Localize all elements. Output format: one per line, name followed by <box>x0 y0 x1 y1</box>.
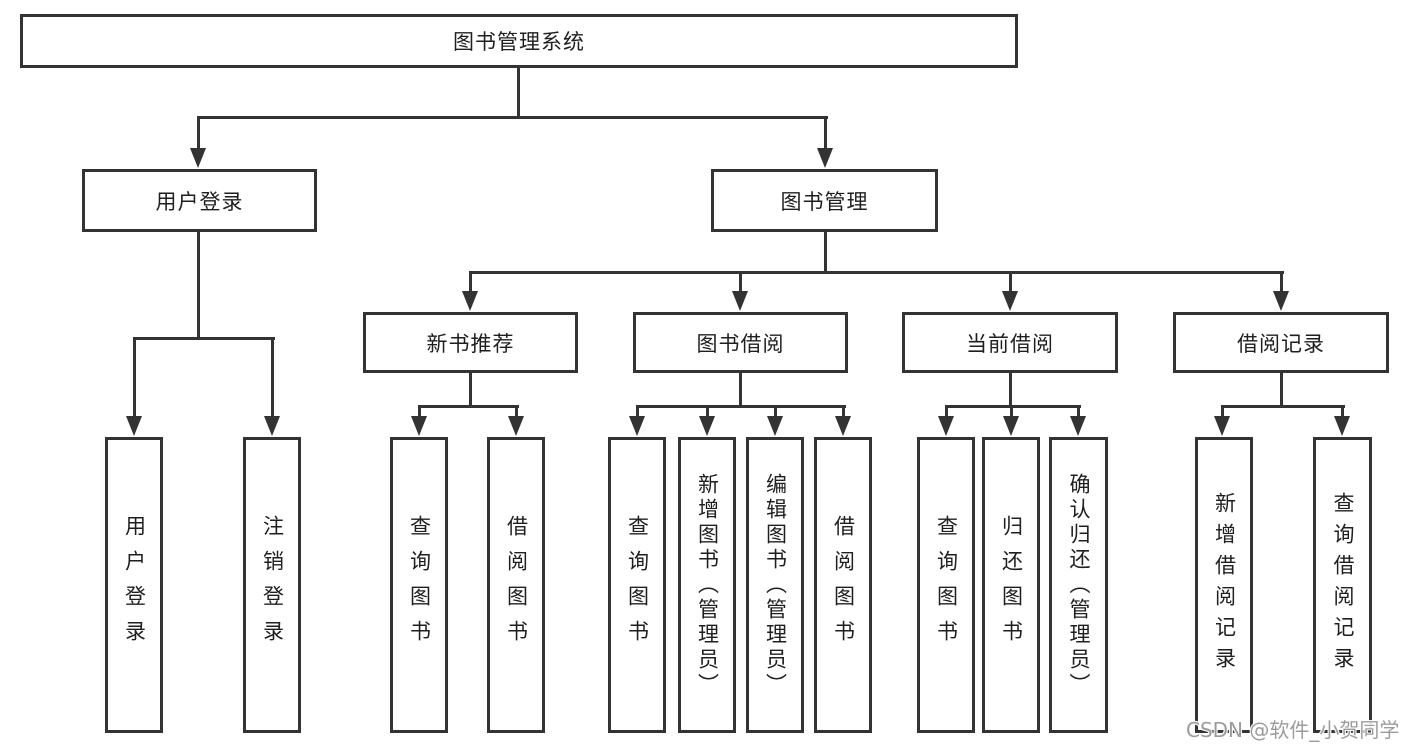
connector-line <box>418 405 519 408</box>
connector-line <box>824 232 827 274</box>
node-book-management-label: 图书管理 <box>780 189 869 214</box>
connector-line <box>1280 271 1283 295</box>
connector-line <box>418 405 421 423</box>
node-book-borrow: 图书借阅 <box>633 312 848 373</box>
arrow-down-icon <box>411 416 427 436</box>
connector-line <box>636 405 639 423</box>
connector-line <box>842 405 845 423</box>
connector-line <box>824 116 827 152</box>
arrow-down-icon <box>1273 291 1289 311</box>
node-current-borrow: 当前借阅 <box>902 312 1118 373</box>
connector-line <box>1077 405 1080 423</box>
node-user-login: 用户登录 <box>82 169 317 232</box>
node-new-book-recommend-label: 新书推荐 <box>426 331 515 356</box>
connector-line <box>945 405 1081 408</box>
connector-line <box>469 271 1284 274</box>
connector-line <box>197 116 828 119</box>
leaf-logout-label: 注销登录 <box>260 515 285 655</box>
leaf-borrow-book: 借阅图书 <box>814 437 872 733</box>
connector-line <box>1009 271 1012 295</box>
node-borrow-records: 借阅记录 <box>1173 312 1389 373</box>
leaf-confirm-return-admin-label: 确认归还（管理员） <box>1067 472 1091 698</box>
leaf-confirm-return-admin: 确认归还（管理员） <box>1049 437 1108 733</box>
arrow-down-icon <box>126 416 142 436</box>
leaf-add-borrow-record-label: 新增借阅记录 <box>1212 492 1237 678</box>
connector-line <box>1010 405 1013 423</box>
leaf-query-book-borrow: 查询图书 <box>608 437 666 733</box>
leaf-borrow-book-recommend-label: 借阅图书 <box>504 515 529 655</box>
leaf-edit-book-admin: 编辑图书（管理员） <box>746 437 804 733</box>
connector-line <box>197 116 200 152</box>
arrow-down-icon <box>1003 416 1019 436</box>
connector-line <box>517 68 520 119</box>
csdn-watermark: CSDN @软件_小贺同学 <box>1186 718 1400 742</box>
arrow-down-icon <box>732 291 748 311</box>
leaf-logout: 注销登录 <box>243 437 301 733</box>
node-book-borrow-label: 图书借阅 <box>696 331 785 356</box>
leaf-edit-book-admin-label: 编辑图书（管理员） <box>763 472 788 698</box>
arrow-down-icon <box>508 416 524 436</box>
leaf-query-book-current-label: 查询图书 <box>934 515 959 655</box>
connector-line <box>469 373 472 408</box>
connector-line <box>197 232 200 340</box>
connector-line <box>133 337 136 419</box>
arrow-down-icon <box>938 416 954 436</box>
leaf-query-borrow-record: 查询借阅记录 <box>1313 437 1372 733</box>
leaf-add-book-admin-label: 新增图书（管理员） <box>695 472 720 698</box>
arrow-down-icon <box>190 148 206 168</box>
leaf-add-borrow-record: 新增借阅记录 <box>1195 437 1253 733</box>
arrow-down-icon <box>1002 291 1018 311</box>
connector-line <box>739 373 742 408</box>
leaf-return-book-label: 归还图书 <box>999 515 1024 655</box>
node-book-management: 图书管理 <box>711 169 938 232</box>
leaf-borrow-book-label: 借阅图书 <box>831 515 856 655</box>
arrow-down-icon <box>462 291 478 311</box>
leaf-query-book-recommend-label: 查询图书 <box>407 515 432 655</box>
leaf-user-login-label: 用户登录 <box>122 515 147 655</box>
leaf-return-book: 归还图书 <box>982 437 1040 733</box>
node-new-book-recommend: 新书推荐 <box>363 312 578 373</box>
connector-line <box>706 405 709 423</box>
connector-line <box>1221 405 1345 408</box>
node-current-borrow-label: 当前借阅 <box>966 331 1054 356</box>
arrow-down-icon <box>264 416 280 436</box>
leaf-query-book-borrow-label: 查询图书 <box>625 515 650 655</box>
leaf-user-login: 用户登录 <box>105 437 163 733</box>
arrow-down-icon <box>1334 416 1350 436</box>
arrow-down-icon <box>767 416 783 436</box>
leaf-query-borrow-record-label: 查询借阅记录 <box>1331 492 1355 678</box>
node-user-login-label: 用户登录 <box>155 189 244 214</box>
connector-line <box>1341 405 1344 423</box>
connector-line <box>133 337 275 340</box>
arrow-down-icon <box>817 148 833 168</box>
arrow-down-icon <box>1214 416 1230 436</box>
arrow-down-icon <box>629 416 645 436</box>
node-root: 图书管理系统 <box>20 14 1018 68</box>
leaf-add-book-admin: 新增图书（管理员） <box>678 437 736 733</box>
connector-line <box>636 405 846 408</box>
arrow-down-icon <box>1070 416 1086 436</box>
connector-line <box>469 271 472 295</box>
node-root-label: 图书管理系统 <box>453 30 585 54</box>
leaf-borrow-book-recommend: 借阅图书 <box>487 437 545 733</box>
leaf-query-book-current: 查询图书 <box>917 437 975 733</box>
connector-line <box>271 337 274 419</box>
connector-line <box>515 405 518 423</box>
node-borrow-records-label: 借阅记录 <box>1237 331 1325 356</box>
connector-line <box>1280 373 1283 408</box>
connector-line <box>945 405 948 423</box>
arrow-down-icon <box>835 416 851 436</box>
connector-line <box>774 405 777 423</box>
connector-line <box>1009 373 1012 408</box>
connector-line <box>739 271 742 295</box>
leaf-query-book-recommend: 查询图书 <box>390 437 448 733</box>
arrow-down-icon <box>699 416 715 436</box>
connector-line <box>1221 405 1224 423</box>
